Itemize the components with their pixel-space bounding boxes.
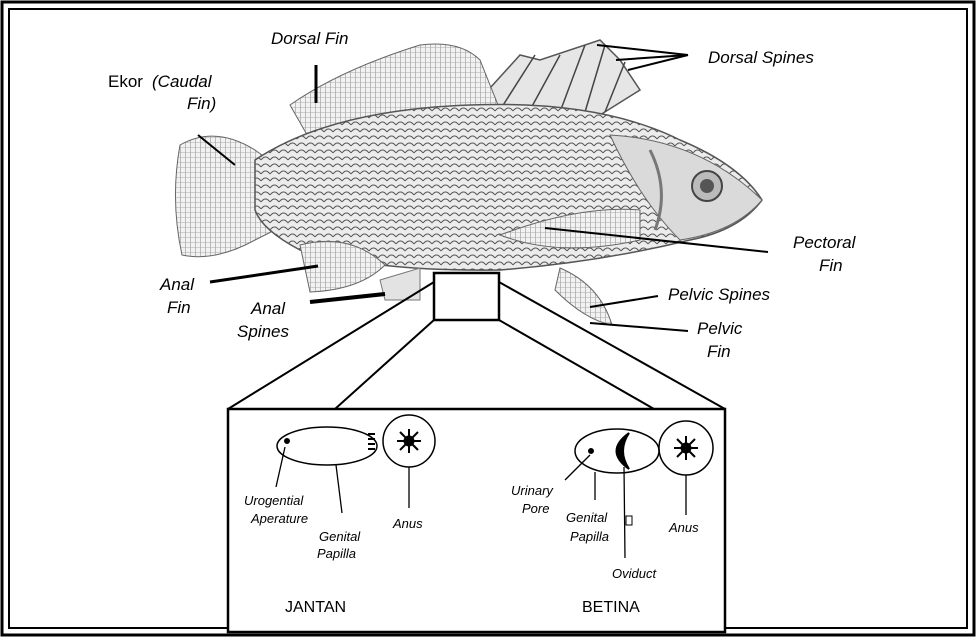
svg-text:Anal: Anal xyxy=(159,275,195,294)
label-dorsal-spines: Dorsal Spines xyxy=(708,48,814,67)
svg-text:Fin: Fin xyxy=(819,256,843,275)
male-title: JANTAN xyxy=(285,599,346,616)
svg-text:Anal: Anal xyxy=(250,299,286,318)
svg-text:Pelvic: Pelvic xyxy=(697,319,743,338)
fish-illustration xyxy=(175,40,762,325)
label-caudal-fin: Ekor (Caudal Fin) xyxy=(108,72,216,113)
svg-text:Anus: Anus xyxy=(392,516,423,531)
svg-text:Genital: Genital xyxy=(566,510,608,525)
female-urinary-pore xyxy=(589,449,594,454)
label-dorsal-fin: Dorsal Fin xyxy=(271,29,348,48)
svg-text:Fin: Fin xyxy=(707,342,731,361)
svg-text:Pore: Pore xyxy=(522,501,549,516)
label-anal-fin: Anal Fin xyxy=(159,275,195,317)
label-anal-spines: Anal Spines xyxy=(237,299,289,341)
zoom-box xyxy=(434,273,499,320)
svg-text:Spines: Spines xyxy=(237,322,289,341)
label-pelvic-fin: Pelvic Fin xyxy=(697,319,743,361)
svg-text:Fin): Fin) xyxy=(187,94,216,113)
svg-text:Anus: Anus xyxy=(668,520,699,535)
svg-text:Aperature: Aperature xyxy=(250,511,308,526)
pelvic-fin xyxy=(555,268,612,325)
female-title: BETINA xyxy=(582,599,640,616)
svg-text:Ekor: Ekor xyxy=(108,72,143,91)
label-pelvic-spines: Pelvic Spines xyxy=(668,285,771,304)
svg-text:Genital: Genital xyxy=(319,529,361,544)
svg-text:Papilla: Papilla xyxy=(570,529,609,544)
svg-text:Pectoral: Pectoral xyxy=(793,233,857,252)
projection-line-right-inner xyxy=(499,320,654,409)
label-pectoral-fin: Pectoral Fin xyxy=(793,233,857,275)
svg-text:Urogential: Urogential xyxy=(244,493,304,508)
svg-text:Urinary: Urinary xyxy=(511,483,554,498)
svg-text:Fin: Fin xyxy=(167,298,191,317)
svg-text:(Caudal: (Caudal xyxy=(152,72,213,91)
male-urogenital-aperture xyxy=(285,439,290,444)
svg-text:Oviduct: Oviduct xyxy=(612,566,657,581)
svg-text:Papilla: Papilla xyxy=(317,546,356,561)
